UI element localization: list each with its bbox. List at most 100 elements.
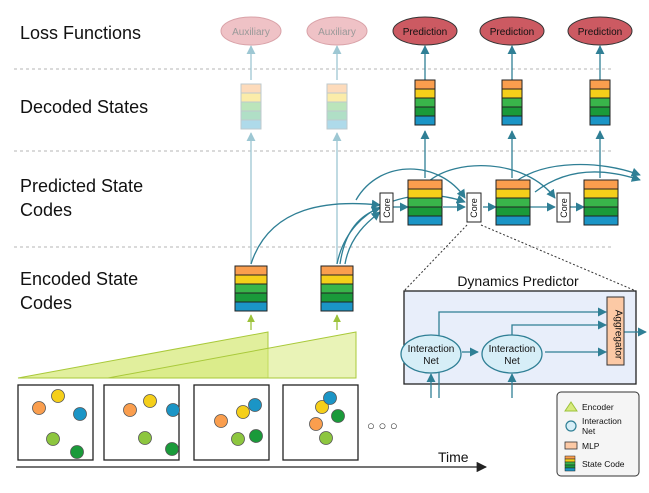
legend-box xyxy=(556,391,640,477)
code-cell xyxy=(407,206,443,217)
prediction-loss-2: Prediction xyxy=(479,16,545,46)
code-cell xyxy=(326,110,348,121)
ball xyxy=(70,445,84,459)
code-cell xyxy=(320,265,354,276)
code-cell xyxy=(414,88,436,99)
code-cell xyxy=(407,179,443,190)
interaction-net-2: Interaction Net xyxy=(481,334,543,374)
auxiliary-loss-1-label: Auxiliary xyxy=(232,27,270,38)
code-cell xyxy=(407,188,443,199)
frame-2 xyxy=(103,384,180,461)
code-cell xyxy=(320,274,354,285)
core-box-2-rect xyxy=(466,192,482,223)
dynamics-title: Dynamics Predictor xyxy=(457,273,579,289)
encoder-wedge-2 xyxy=(107,331,357,379)
code-cell xyxy=(501,88,523,99)
frame-ellipsis: ○ ○ ○ xyxy=(367,418,398,433)
code-cell xyxy=(320,292,354,303)
code-cell xyxy=(501,106,523,117)
code-cell xyxy=(240,92,262,103)
enc1-to-core1 xyxy=(250,199,381,265)
ball xyxy=(249,429,263,443)
code-cell xyxy=(240,110,262,121)
code-cell xyxy=(495,206,531,217)
interaction-net-1-label-1: Interaction xyxy=(408,344,455,355)
decoded-code-1 xyxy=(414,79,436,126)
ball xyxy=(138,431,152,445)
row-label-predicted-2: Codes xyxy=(20,200,72,220)
code-cell xyxy=(583,179,619,190)
legend-encoder-label: Encoder xyxy=(582,402,614,412)
row-labels: Loss Functions Decoded States Predicted … xyxy=(20,23,148,313)
prediction-loss-1: Prediction xyxy=(392,16,458,46)
code-cell xyxy=(326,83,348,94)
code-cell xyxy=(583,197,619,208)
code-cell xyxy=(234,283,268,294)
interaction-net-1: Interaction Net xyxy=(400,334,462,374)
ball xyxy=(231,432,245,446)
ball xyxy=(236,405,250,419)
core-box-2: Core xyxy=(466,192,482,223)
pred1-skip-arc xyxy=(355,168,466,201)
code-cell xyxy=(501,79,523,90)
pred2-out-arc xyxy=(514,163,641,183)
code-cell xyxy=(583,215,619,226)
predicted-code-3 xyxy=(583,179,619,226)
code-cell xyxy=(501,97,523,108)
prediction-loss-1-label: Prediction xyxy=(403,27,447,38)
code-cell xyxy=(583,206,619,217)
core-box-2-label: Core xyxy=(469,198,479,218)
legend-interaction-label-1: Interaction xyxy=(582,416,622,426)
ball xyxy=(165,442,179,456)
auxiliary-loss-1-shape xyxy=(220,16,282,46)
code-cell xyxy=(589,115,611,126)
code-cell xyxy=(326,119,348,130)
code-cell xyxy=(414,115,436,126)
row-label-decoded: Decoded States xyxy=(20,97,148,117)
ball xyxy=(51,389,65,403)
core-box-3-label: Core xyxy=(559,198,569,218)
row-label-encoded-1: Encoded State xyxy=(20,269,138,289)
interaction-net-2-shape xyxy=(481,334,543,374)
code-cell xyxy=(414,97,436,108)
legend-interaction-label-2: Net xyxy=(582,426,596,436)
ball xyxy=(123,403,137,417)
recurrent-arrows xyxy=(250,163,641,265)
interaction-net-2-label-2: Net xyxy=(504,356,520,367)
decoded-code-2 xyxy=(501,79,523,126)
prediction-loss-2-shape xyxy=(479,16,545,46)
legend-mlp: MLP xyxy=(564,441,600,451)
prediction-loss-3-label: Prediction xyxy=(578,27,622,38)
ball xyxy=(143,394,157,408)
legend-encoder: Encoder xyxy=(564,401,614,412)
legend: Encoder Interaction Net MLP State Code xyxy=(556,391,640,477)
encoded-code-2 xyxy=(320,265,354,312)
ball xyxy=(309,417,323,431)
interaction-net-1-label-2: Net xyxy=(423,356,439,367)
interaction-net-icon xyxy=(565,420,577,432)
code-cell xyxy=(234,265,268,276)
code-cell xyxy=(564,458,576,463)
core-box-3: Core xyxy=(556,192,571,223)
zoom-line-left xyxy=(403,224,468,292)
mlp-icon xyxy=(564,441,578,450)
code-cell xyxy=(589,79,611,90)
ball xyxy=(319,431,333,445)
code-cell xyxy=(326,92,348,103)
code-cell xyxy=(495,179,531,190)
encoder-arrows xyxy=(247,314,341,330)
frame-1 xyxy=(17,384,94,461)
time-axis: Time xyxy=(16,449,488,473)
dynamics-predictor: Dynamics Predictor Interaction Net Inter… xyxy=(400,273,647,398)
prediction-loss-1-shape xyxy=(392,16,458,46)
prediction-loss-3: Prediction xyxy=(567,16,633,46)
state-code-icon xyxy=(564,455,576,472)
encoder-wedges xyxy=(17,331,357,379)
ball xyxy=(214,414,228,428)
legend-state-code-label: State Code xyxy=(582,459,625,469)
decoded-code-3 xyxy=(589,79,611,126)
legend-mlp-label: MLP xyxy=(582,441,600,451)
code-cell xyxy=(407,215,443,226)
